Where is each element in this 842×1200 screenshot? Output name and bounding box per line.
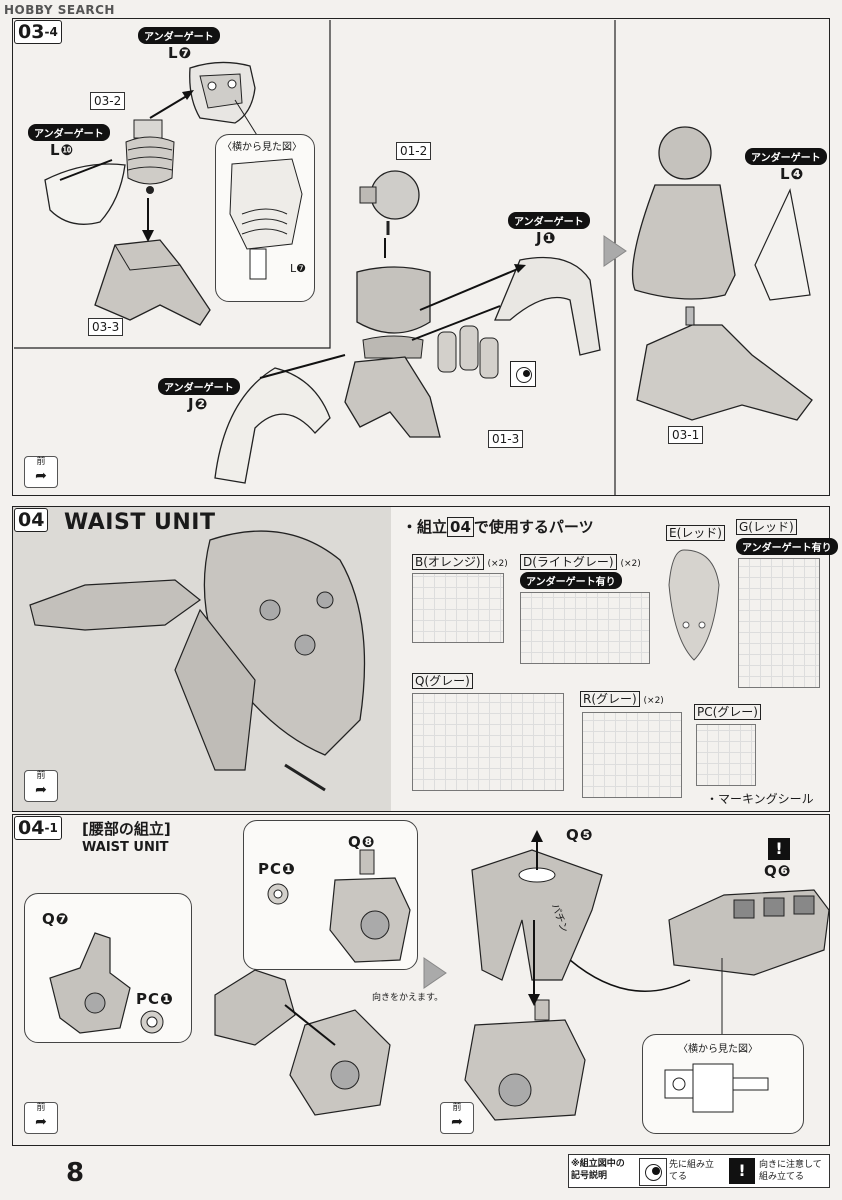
runner-q-label: Q(グレー) (412, 672, 473, 689)
front-indicator-04-1-right: 前➦ (440, 1102, 474, 1134)
under-gate-tag-j1: アンダーゲート (508, 212, 590, 229)
front-indicator-04-1-left: 前➦ (24, 1102, 58, 1134)
center-body-illustration (344, 266, 441, 438)
center-assembly-04-1 (214, 969, 391, 1116)
legend-build-first-icon (639, 1158, 667, 1186)
part-l10: L❿ (50, 141, 75, 159)
under-gate-tag-l4: アンダーゲート (745, 148, 827, 165)
runner-q-sprue (412, 693, 564, 791)
runner-pc-sprue (696, 724, 756, 786)
part-q5: Q❺ (566, 826, 594, 844)
part-pc1-left: PC❶ (136, 990, 174, 1008)
legend-caution-text: 向きに注意して組み立てる (759, 1160, 822, 1182)
step-04-badge: 04 (14, 508, 49, 532)
big-next-arrow (603, 235, 627, 267)
part-q6: Q❻ (764, 862, 792, 880)
step-number: 03 (18, 21, 45, 43)
legend-box: ※組立図中の記号説明 先に組み立てる ! 向きに注意して組み立てる (568, 1154, 830, 1188)
waist-unit-illustration (29, 530, 366, 792)
runner-b-label: B(オレンジ) (×2) (412, 553, 508, 570)
ref-01-2: 01-2 (396, 142, 432, 160)
hobby-search-logo: HOBBY SEARCH (4, 3, 115, 17)
runner-b-sprue (412, 573, 504, 643)
part-q8: Q❽ (348, 833, 376, 851)
part-q5-illustration (471, 830, 603, 981)
front-indicator-04: 前➦ (24, 770, 58, 802)
page-number: 8 (66, 1158, 85, 1188)
right-body-illustration (631, 126, 736, 300)
leader-line-side-view (721, 958, 723, 1034)
side-view-title-l7: 〈横から見た図〉 (222, 142, 302, 153)
caution-icon-q6: ! (768, 838, 790, 860)
lower-body-04-1 (464, 999, 586, 1121)
part-03-2-illustration (125, 119, 175, 194)
marking-seal-note: ・マーキングシール (706, 792, 814, 806)
step-04-1-title-en: WAIST UNIT (82, 840, 169, 855)
ref-03-2: 03-2 (90, 92, 126, 110)
part-l4-illustration (754, 188, 811, 301)
arrow-down-q5 (528, 920, 540, 1006)
part-03-1-illustration (636, 306, 813, 421)
legend-build-first-text: 先に組み立てる (669, 1160, 715, 1182)
front-indicator-03-4: 前➦ (24, 456, 58, 488)
part-03-3-illustration (94, 239, 211, 326)
step-04-1-title-jp: [腰部の組立] (82, 820, 171, 838)
under-gate-tag-l7: アンダーゲート (138, 27, 220, 44)
turn-note: 向きをかえます。 (372, 993, 444, 1003)
legend-caution-icon: ! (729, 1158, 755, 1184)
ref-03-1: 03-1 (668, 426, 704, 444)
part-l7: L❼ (168, 44, 193, 62)
part-j1: J❶ (536, 229, 557, 247)
side-view-title-q6: 〈横から見た図〉 (678, 1044, 758, 1055)
part-01-3-illustration (437, 325, 499, 379)
turn-arrow (423, 957, 447, 989)
runner-r-label: R(グレー) (×2) (580, 690, 664, 707)
side-view-part-l7: L❼ (290, 262, 306, 275)
step-04-1-badge: 04-1 (14, 816, 62, 840)
logo-text: HOBBY SEARCH (4, 3, 115, 17)
under-gate-tag-l10: アンダーゲート (28, 124, 110, 141)
under-gate-tag-j2: アンダーゲート (158, 378, 240, 395)
pc1-right-illustration (267, 883, 289, 905)
part-01-2-illustration (359, 170, 420, 235)
part-l4: L❹ (780, 165, 805, 183)
ref-01-3: 01-3 (488, 430, 524, 448)
arrows-03-4-center (259, 238, 526, 379)
pc1-left-illustration (140, 1010, 164, 1034)
ref-03-3: 03-3 (88, 318, 124, 336)
step-03-4-badge: 03-4 (14, 20, 62, 44)
part-j1-illustration (494, 256, 601, 356)
step-03-4-panel (12, 18, 830, 496)
runner-g-under-gate: アンダーゲート有り (736, 538, 838, 555)
part-j2-illustration (214, 367, 331, 484)
runner-d-under-gate: アンダーゲート有り (520, 572, 622, 589)
side-view-l7-illustration (229, 158, 303, 280)
runner-r-sprue (582, 712, 682, 798)
step-04-1-panel (12, 814, 830, 1146)
runner-g-label: G(レッド) (736, 518, 797, 535)
step-sub-number: 4 (49, 25, 58, 39)
part-pc1-right: PC❶ (258, 860, 296, 878)
build-first-icon (510, 361, 536, 387)
step-04-panel (12, 506, 830, 812)
part-q7-illustration (49, 932, 131, 1034)
runner-d-sprue (520, 592, 650, 664)
part-q7: Q❼ (42, 910, 70, 928)
connector-curve (569, 959, 691, 992)
runner-g-sprue (738, 558, 820, 688)
step-04-title: WAIST UNIT (64, 510, 216, 535)
runner-e-part (668, 549, 720, 661)
part-j2: J❷ (188, 395, 209, 413)
runner-e-label: E(レッド) (666, 524, 725, 541)
arrows-03-4-left (59, 90, 261, 242)
part-q8-illustration (329, 849, 411, 963)
l7-part-illustration (189, 61, 256, 124)
runner-d-label: D(ライトグレー) (×2) (520, 553, 641, 570)
side-view-q6-illustration (664, 1063, 769, 1113)
legend-title: ※組立図中の記号説明 (571, 1159, 625, 1181)
runner-pc-label: PC(グレー) (694, 703, 761, 720)
part-q6-illustration (668, 889, 830, 976)
